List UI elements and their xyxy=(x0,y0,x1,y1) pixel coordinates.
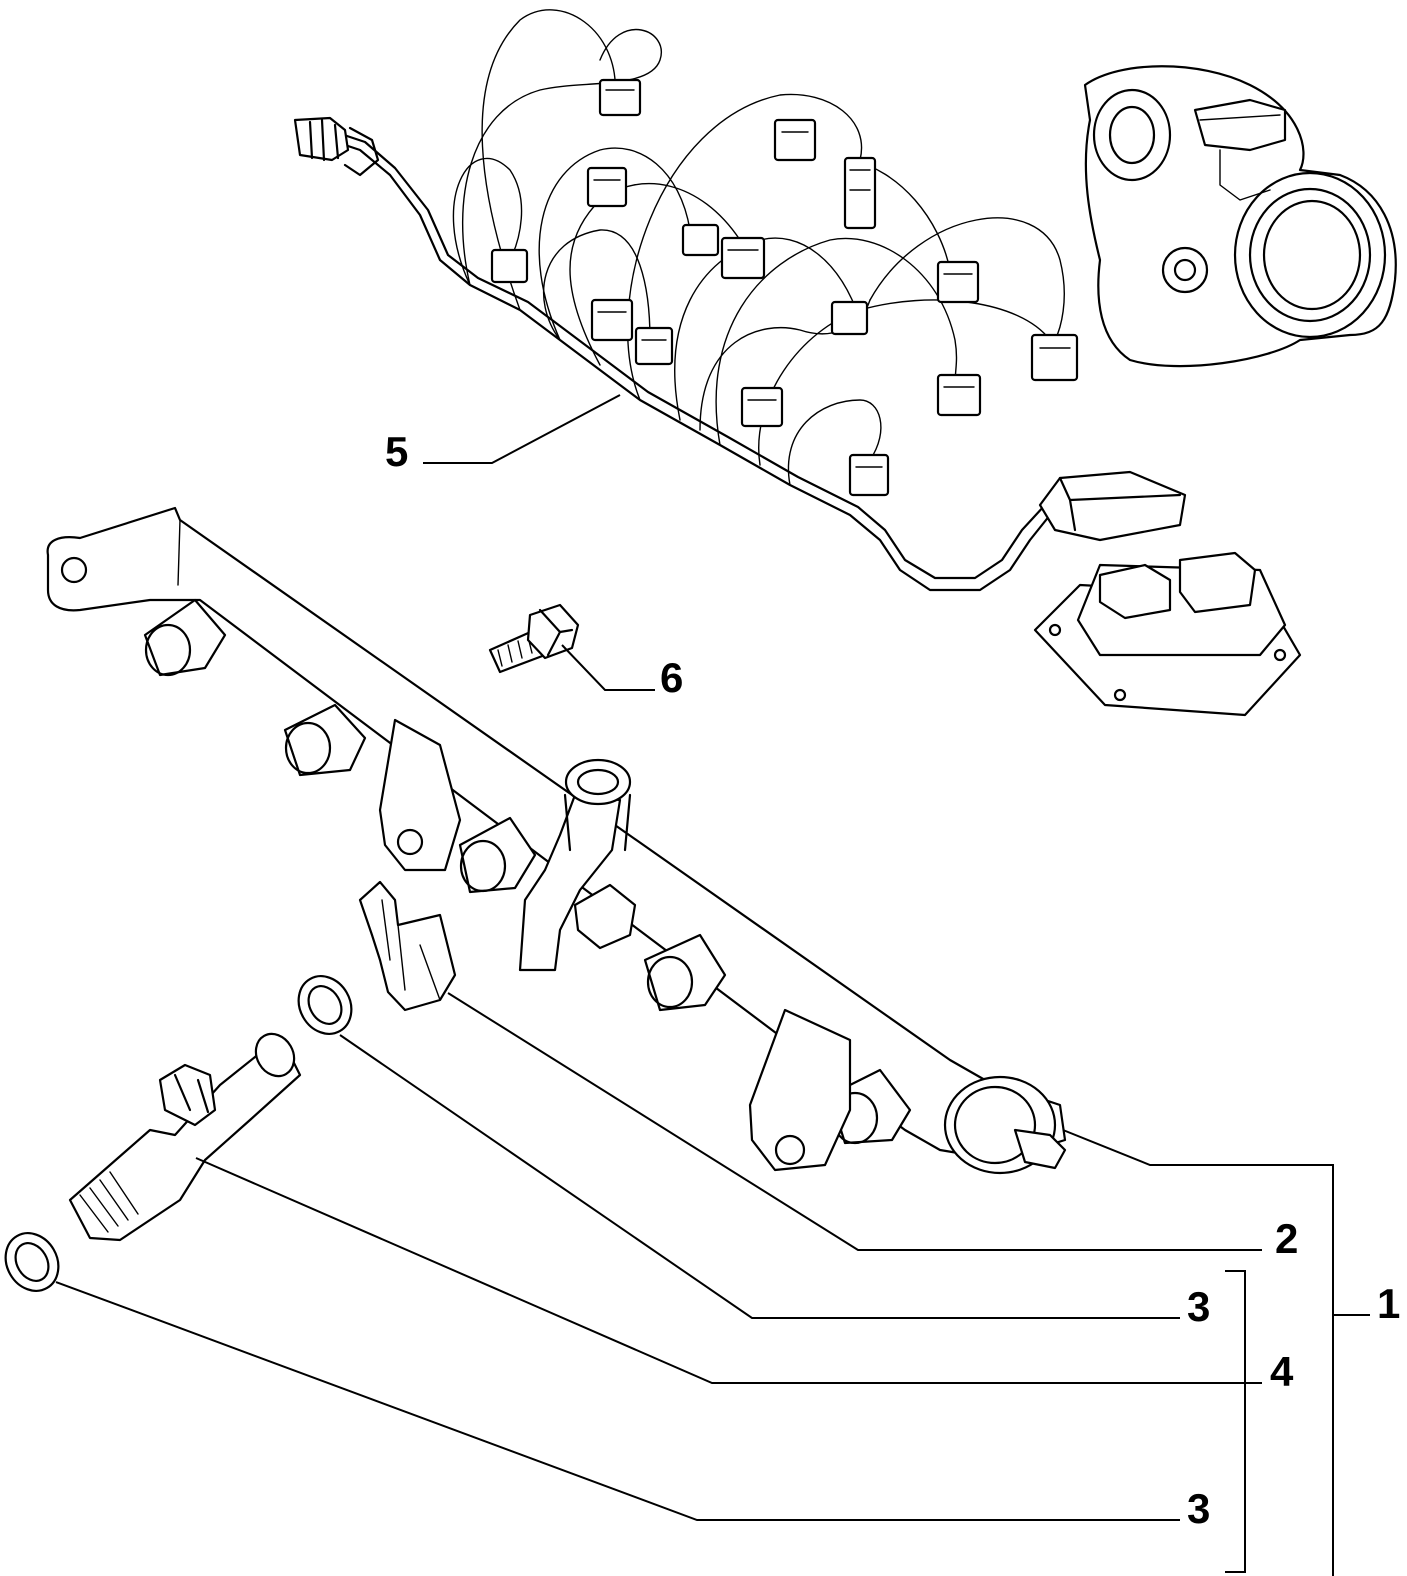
leader-6 xyxy=(561,644,655,691)
callout-3-upper: 3 xyxy=(1187,1283,1210,1330)
leader-3b xyxy=(55,1281,1180,1521)
leader-1 xyxy=(1062,1129,1370,1576)
leader-2 xyxy=(447,992,1262,1251)
leader-5 xyxy=(423,394,621,464)
callouts: 5 6 2 3 1 4 3 xyxy=(385,428,1400,1532)
callout-5: 5 xyxy=(385,428,408,475)
callout-2: 2 xyxy=(1275,1215,1298,1262)
callout-4: 4 xyxy=(1270,1348,1294,1395)
throttle-body xyxy=(1083,65,1397,368)
fuel-injector xyxy=(68,1032,302,1242)
callout-1: 1 xyxy=(1377,1280,1400,1327)
injector-clip xyxy=(358,880,457,1012)
o-ring-upper xyxy=(297,975,353,1035)
callout-3-lower: 3 xyxy=(1187,1485,1210,1532)
o-ring-lower xyxy=(4,1232,60,1292)
leader-4 xyxy=(195,1157,1262,1384)
leader-3a xyxy=(339,1034,1180,1319)
fuel-rail xyxy=(46,506,1067,1175)
callout-6: 6 xyxy=(660,654,683,701)
harness-connector-block xyxy=(1033,551,1302,717)
bolt xyxy=(488,603,580,674)
leader-lines xyxy=(55,394,1370,1576)
injector-wiring-harness xyxy=(293,9,1187,592)
leader-bracket-3-4-3 xyxy=(1225,1270,1246,1573)
